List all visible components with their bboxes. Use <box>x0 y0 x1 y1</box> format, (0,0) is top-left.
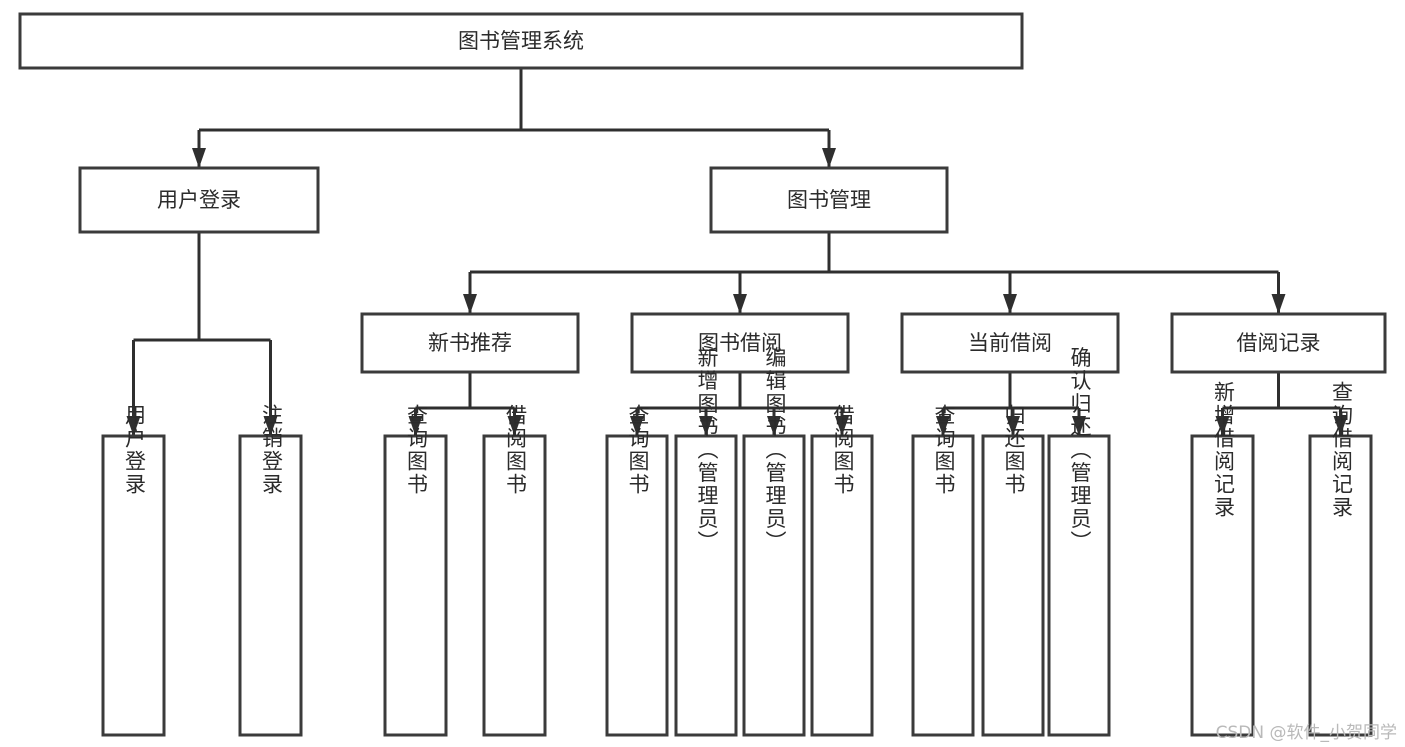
node-box-leaf-query-book-2 <box>605 434 669 737</box>
node-box-leaf-query-book-1 <box>383 434 448 737</box>
arrow-head-icon-leaf-return-book <box>1006 416 1020 436</box>
arrow-head-icon-leaf-query-book-2 <box>630 416 644 436</box>
arrow-head-icon-leaf-add-record <box>1215 416 1230 436</box>
arrow-head-icon-leaf-borrow-book-1 <box>507 416 522 436</box>
connector-layer <box>126 68 1348 436</box>
node-leaf-user-logout[interactable]: 注销登录 <box>238 404 303 737</box>
node-box-leaf-return-book <box>981 434 1045 737</box>
node-leaf-return-book[interactable]: 归还图书 <box>981 404 1045 737</box>
node-label-new-book-recommend: 新书推荐 <box>428 331 512 355</box>
node-layer: 图书管理系统用户登录图书管理新书推荐图书借阅当前借阅借阅记录用户登录注销登录查询… <box>18 12 1387 737</box>
node-box-leaf-add-book <box>674 434 738 737</box>
node-label-book-borrow: 图书借阅 <box>698 331 782 355</box>
node-label-leaf-query-book-1: 查询图书 <box>405 404 429 496</box>
node-leaf-borrow-book-2[interactable]: 借阅图书 <box>810 404 874 737</box>
arrow-head-icon-new-book-recommend <box>463 294 477 314</box>
arrow-head-icon-leaf-edit-book <box>767 416 781 436</box>
node-box-leaf-user-logout <box>238 434 303 737</box>
node-label-leaf-edit-book: 编辑图书（管理员） <box>763 347 787 554</box>
node-label-leaf-return-book: 归还图书 <box>1002 404 1026 496</box>
node-box-leaf-add-record <box>1190 434 1255 737</box>
node-label-leaf-borrow-book-1: 借阅图书 <box>504 404 528 496</box>
node-box-leaf-borrow-book-2 <box>810 434 874 737</box>
arrow-head-icon-leaf-query-record <box>1333 416 1348 436</box>
node-label-user-login: 用户登录 <box>157 188 241 212</box>
node-box-new-book-recommend <box>360 312 580 374</box>
node-box-user-login <box>78 166 320 234</box>
node-leaf-borrow-book-1[interactable]: 借阅图书 <box>482 404 547 737</box>
node-box-leaf-edit-book <box>742 434 806 737</box>
node-box-book-borrow <box>630 312 850 374</box>
arrow-head-icon-book-manage <box>822 148 836 168</box>
arrow-head-icon-leaf-query-book-3 <box>936 416 950 436</box>
arrow-head-icon-borrow-record <box>1271 294 1286 314</box>
node-label-leaf-user-login: 用户登录 <box>123 404 147 496</box>
node-leaf-user-login[interactable]: 用户登录 <box>101 404 166 737</box>
node-current-borrow[interactable]: 当前借阅 <box>900 312 1120 374</box>
node-book-borrow[interactable]: 图书借阅 <box>630 312 850 374</box>
arrow-head-icon-current-borrow <box>1003 294 1017 314</box>
arrow-head-icon-leaf-add-book <box>699 416 713 436</box>
node-leaf-add-record[interactable]: 新增借阅记录 <box>1190 381 1255 737</box>
csdn-watermark: CSDN @软件_小贺同学 <box>1215 723 1397 743</box>
node-box-borrow-record <box>1170 312 1387 374</box>
node-label-leaf-borrow-book-2: 借阅图书 <box>831 404 855 496</box>
node-leaf-query-book-3[interactable]: 查询图书 <box>911 404 975 737</box>
node-leaf-query-book-1[interactable]: 查询图书 <box>383 404 448 737</box>
node-box-leaf-user-login <box>101 434 166 737</box>
node-label-leaf-query-record: 查询借阅记录 <box>1330 381 1354 519</box>
node-label-current-borrow: 当前借阅 <box>968 331 1052 355</box>
node-box-leaf-confirm-return <box>1047 434 1111 737</box>
arrow-head-icon-user-login <box>192 148 206 168</box>
node-box-book-manage <box>709 166 949 234</box>
node-root[interactable]: 图书管理系统 <box>18 12 1024 70</box>
node-label-leaf-confirm-return: 确认归还（管理员） <box>1068 347 1092 554</box>
arrow-head-icon-leaf-user-logout <box>263 416 278 436</box>
node-box-leaf-borrow-book-1 <box>482 434 547 737</box>
node-leaf-query-book-2[interactable]: 查询图书 <box>605 404 669 737</box>
node-label-leaf-add-book: 新增图书（管理员） <box>695 347 719 554</box>
arrow-head-icon-book-borrow <box>733 294 747 314</box>
node-leaf-add-book[interactable]: 新增图书（管理员） <box>674 347 738 737</box>
node-label-borrow-record: 借阅记录 <box>1237 331 1321 355</box>
node-label-book-manage: 图书管理 <box>787 188 871 212</box>
arrow-head-icon-leaf-confirm-return <box>1072 416 1086 436</box>
node-box-leaf-query-record <box>1308 434 1373 737</box>
node-leaf-query-record[interactable]: 查询借阅记录 <box>1308 381 1373 737</box>
node-leaf-edit-book[interactable]: 编辑图书（管理员） <box>742 347 806 737</box>
arrow-head-icon-leaf-user-login <box>126 416 141 436</box>
node-label-leaf-add-record: 新增借阅记录 <box>1212 381 1236 519</box>
node-new-book-recommend[interactable]: 新书推荐 <box>360 312 580 374</box>
node-label-root: 图书管理系统 <box>458 29 584 53</box>
node-leaf-confirm-return[interactable]: 确认归还（管理员） <box>1047 347 1111 737</box>
node-label-leaf-user-logout: 注销登录 <box>260 404 284 496</box>
node-label-leaf-query-book-3: 查询图书 <box>932 404 956 496</box>
node-borrow-record[interactable]: 借阅记录 <box>1170 312 1387 374</box>
node-box-leaf-query-book-3 <box>911 434 975 737</box>
node-user-login[interactable]: 用户登录 <box>78 166 320 234</box>
node-label-leaf-query-book-2: 查询图书 <box>626 404 650 496</box>
arrow-head-icon-leaf-query-book-1 <box>408 416 423 436</box>
node-box-current-borrow <box>900 312 1120 374</box>
node-book-manage[interactable]: 图书管理 <box>709 166 949 234</box>
arrow-head-icon-leaf-borrow-book-2 <box>835 416 849 436</box>
node-box-root <box>18 12 1024 70</box>
